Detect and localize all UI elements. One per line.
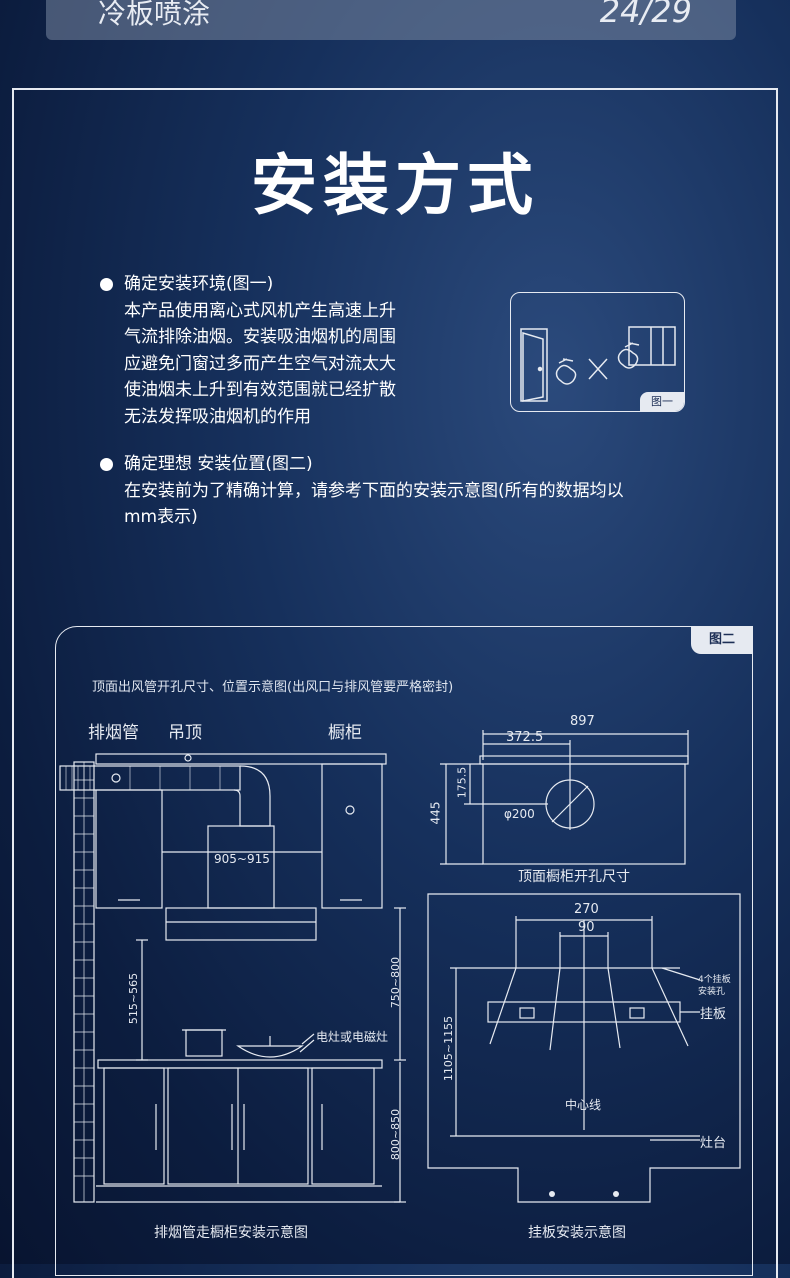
label-ceiling: 吊顶 (168, 723, 202, 743)
label-plate: 挂板 (700, 1007, 727, 1022)
door-window-illustration (520, 326, 676, 402)
bullet-environment: 确定安装环境(图一) 本产品使用离心式风机产生高速上升 气流排除油烟。安装吸油烟… (124, 271, 396, 430)
caption-bottom-right: 挂板安装示意图 (528, 1225, 626, 1241)
label-countertop: 灶台 (700, 1136, 727, 1151)
label-cabinet: 橱柜 (328, 723, 362, 743)
label-stove: 电灶或电磁灶 (316, 1030, 389, 1044)
page-indicator: 24/29 (599, 0, 692, 30)
dim-outer-width: 270 (574, 902, 599, 917)
dim-depth: 445 (428, 801, 443, 825)
label-holes-1: 4个挂板 (698, 975, 731, 985)
dim-stove-height: 750~800 (389, 956, 403, 1009)
header-bar: 冷板喷涂 24/29 (46, 0, 736, 40)
dim-inner-width: 90 (578, 920, 595, 935)
caption-left: 排烟管走橱柜安装示意图 (154, 1225, 308, 1241)
dim-hole-y: 175.5 (455, 766, 469, 799)
section-title: 安装方式 (251, 147, 539, 224)
bullet-line: 本产品使用离心式风机产生高速上升 (124, 300, 396, 321)
caption-top-right: 顶面橱柜开孔尺寸 (518, 869, 630, 885)
label-holes-2: 安装孔 (698, 987, 726, 997)
figure-1-tag: 图一 (640, 392, 684, 411)
dim-plate-height: 1105~1155 (442, 1015, 456, 1082)
dim-width: 905~915 (214, 852, 270, 866)
figure-1: 图一 (510, 292, 685, 412)
label-center-line: 中心线 (565, 1098, 602, 1112)
bullet-line: 气流排除油烟。安装吸油烟机的周围 (124, 327, 396, 347)
bullet-line: 在安装前为了精确计算，请参考下面的安装示意图(所有的数据均以 (124, 480, 624, 501)
dim-offset: 372.5 (506, 730, 544, 745)
bullet-heading: 确定理想 安装位置(图二) (124, 454, 313, 474)
bullet-position: 确定理想 安装位置(图二) 在安装前为了精确计算，请参考下面的安装示意图(所有的… (124, 451, 624, 531)
bullet-dot (100, 458, 113, 471)
figure-2-note: 顶面出风管开孔尺寸、位置示意图(出风口与排风管要严格密封) (92, 680, 454, 695)
header-left-text: 冷板喷涂 (98, 0, 211, 30)
bullet-line: 无法发挥吸油烟机的作用 (124, 406, 311, 427)
bullet-line: 使油烟未上升到有效范围就已经扩散 (124, 380, 396, 400)
figure-2-tag: 图二 (691, 626, 753, 654)
dim-hood-height: 515~565 (127, 972, 141, 1025)
bullet-line: 应避免门窗过多而产生空气对流太大 (124, 353, 396, 374)
bullet-dot (100, 278, 113, 291)
content-frame (12, 88, 778, 1278)
dim-counter-height: 800~850 (389, 1108, 403, 1161)
dim-total-width: 897 (570, 714, 595, 729)
bullet-heading: 确定安装环境(图一) (124, 274, 274, 294)
bullet-line: mm表示) (124, 507, 198, 527)
dim-hole-diameter: φ200 (504, 807, 535, 821)
label-duct: 排烟管 (88, 723, 139, 743)
